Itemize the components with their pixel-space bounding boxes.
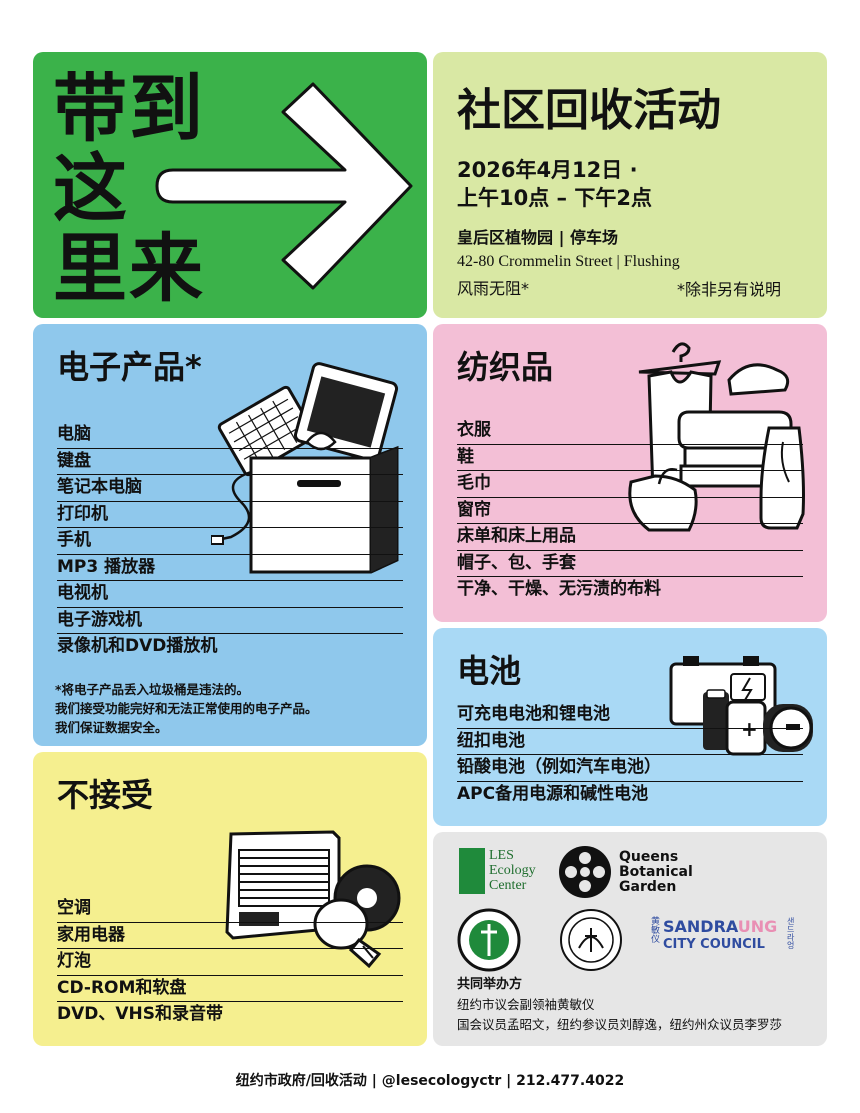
les-logo-line: Ecology: [489, 863, 536, 878]
sponsors-panel: LES Ecology Center Queens Botanical Gard…: [433, 832, 827, 1046]
host-heading: 共同举办方: [457, 977, 523, 992]
note-line: 我们接受功能完好和无法正常使用的电子产品。: [55, 701, 318, 716]
nyc-seal-icon: [560, 909, 622, 971]
host-info: 共同举办方 纽约市议会副领袖黄敏仪 国会议员孟昭文，纽约参议员刘醇逸，纽约州众议…: [457, 974, 782, 1035]
qbg-flower-icon: [559, 846, 611, 898]
event-panel: 社区回收活动 2026年4月12日 · 上午10点 – 下午2点 皇后区植物园 …: [433, 52, 827, 318]
list-item: 灯泡: [57, 949, 403, 976]
hero-line-3: 里来: [53, 226, 205, 312]
sandra-logo-korean: 샌드라 엉: [787, 917, 795, 950]
event-time: 上午10点 – 下午2点: [457, 186, 652, 210]
event-address: 42-80 Crommelin Street | Flushing: [457, 253, 680, 270]
list-item: 铅酸电池（例如汽车电池）: [457, 755, 803, 782]
host-line: 纽约市议会副领袖黄敏仪: [457, 997, 595, 1012]
electronics-title: 电子产品*: [57, 348, 202, 386]
event-venue: 皇后区植物园 | 停车场: [457, 228, 618, 247]
event-title: 社区回收活动: [457, 85, 721, 136]
list-item: 电视机: [57, 581, 403, 608]
list-item: 窗帘: [457, 498, 803, 524]
list-item: 打印机: [57, 502, 403, 528]
list-item: 纽扣电池: [457, 729, 803, 755]
list-item: 笔记本电脑: [57, 475, 403, 502]
batteries-list: 可充电电池和锂电池 纽扣电池 铅酸电池（例如汽车电池） APC备用电源和碱性电池: [457, 702, 803, 808]
sandra-logo-chinese: 黄敏仪: [651, 917, 661, 945]
list-item: 衣服: [457, 418, 803, 445]
les-logo-line: LES: [489, 848, 514, 863]
list-item: 电子游戏机: [57, 608, 403, 634]
appliances-icon: [225, 830, 401, 969]
footer-contact: 纽约市政府/回收活动 | @lesecologyctr | 212.477.40…: [235, 1073, 625, 1089]
note-line: *将电子产品丢入垃圾桶是违法的。: [55, 682, 250, 697]
electronics-note: *将电子产品丢入垃圾桶是违法的。 我们接受功能完好和无法正常使用的电子产品。 我…: [55, 680, 318, 737]
list-item: 干净、干燥、无污渍的布料: [457, 579, 661, 599]
event-date: 2026年4月12日 ·: [457, 158, 638, 182]
list-item: 可充电电池和锂电池: [457, 702, 803, 729]
list-item: 鞋: [457, 445, 803, 471]
event-weather: 风雨无阻*: [457, 279, 530, 298]
event-weather-note: *除非另有说明: [677, 280, 782, 299]
list-item: 键盘: [57, 449, 403, 475]
list-item: 手机: [57, 528, 403, 555]
note-line: 我们保证数据安全。: [55, 720, 168, 735]
electronics-panel: 电子产品* 电脑 键盘 笔记本电脑 打印机 手机 MP3 播放器 电视机 电子游…: [33, 324, 427, 746]
list-item: CD-ROM和软盘: [57, 976, 403, 1002]
electronics-list: 电脑 键盘 笔记本电脑 打印机 手机 MP3 播放器 电视机 电子游戏机 录像机…: [57, 422, 403, 661]
not-accepted-panel: 不接受 空调 家用电器 灯泡 CD-ROM和软盘 DVD、VHS和录音带: [33, 752, 427, 1046]
qbg-logo-line: Botanical: [619, 864, 693, 880]
list-item: 毛巾: [457, 471, 803, 498]
list-item: APC备用电源和碱性电池: [457, 783, 649, 804]
qbg-logo-line: Queens: [619, 849, 679, 865]
svg-text:+: +: [741, 717, 758, 741]
list-item: 空调: [57, 896, 403, 923]
list-item: 电脑: [57, 422, 403, 449]
sandra-logo-name: SANDRA: [663, 917, 738, 936]
right-arrow-icon: [155, 82, 413, 290]
batteries-panel: 电池 + 可充电电池和锂电池 纽扣电池 铅酸电池（例如汽车电池） APC备用电源…: [433, 628, 827, 826]
list-item: MP3 播放器: [57, 555, 403, 581]
not-accepted-title: 不接受: [57, 776, 154, 814]
clothing-icon: [628, 342, 805, 532]
textiles-title: 纺织品: [457, 348, 554, 386]
sanitation-seal-icon: [457, 908, 521, 972]
list-item: DVD、VHS和录音带: [57, 1004, 224, 1024]
les-logo-line: Center: [489, 878, 527, 893]
qbg-logo-line: Garden: [619, 879, 677, 895]
qbg-logo-text: Queens Botanical Garden: [619, 850, 693, 895]
hero-panel: 带到 这 里来: [33, 52, 427, 318]
sandra-logo-council: CITY COUNCIL: [663, 937, 765, 952]
sandra-logo-surname: UNG: [737, 917, 778, 936]
hero-line-2: 这: [53, 146, 129, 232]
list-item: 帽子、包、手套: [457, 551, 803, 577]
list-item: 床单和床上用品: [457, 524, 803, 551]
textiles-list: 衣服 鞋 毛巾 窗帘 床单和床上用品 帽子、包、手套 干净、干燥、无污渍的布料: [457, 418, 803, 604]
list-item: 录像机和DVD播放机: [57, 636, 218, 656]
host-line: 国会议员孟昭文，纽约参议员刘醇逸，纽约州众议员李罗莎: [457, 1017, 783, 1032]
not-accepted-list: 空调 家用电器 灯泡 CD-ROM和软盘 DVD、VHS和录音带: [57, 896, 403, 1029]
textiles-panel: 纺织品 衣服 鞋 毛巾 窗帘 床单和床上用品 帽子、包、手套 干净、干燥、无污渍…: [433, 324, 827, 622]
hero-line-1: 带到: [53, 66, 205, 152]
electronics-box-icon: [211, 362, 399, 574]
list-item: 家用电器: [57, 923, 403, 949]
batteries-title: 电池: [457, 652, 522, 690]
